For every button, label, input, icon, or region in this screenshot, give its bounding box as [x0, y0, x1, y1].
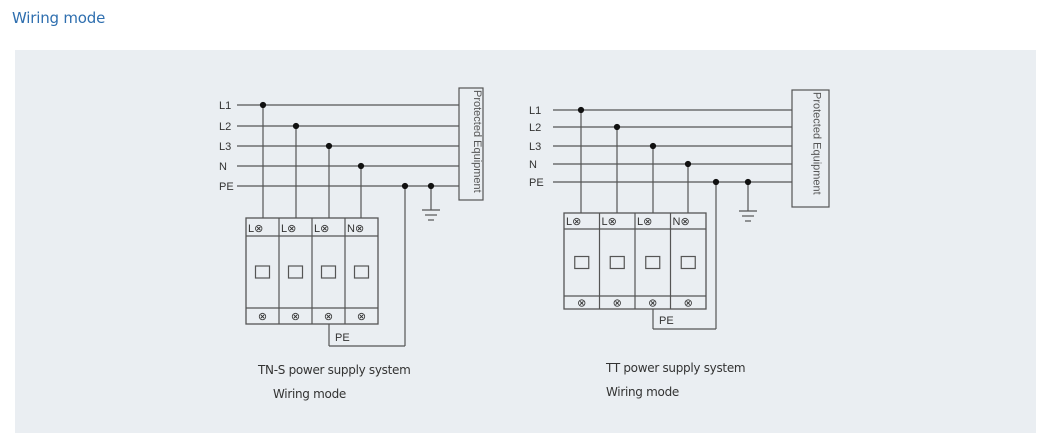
junction-dot: [744, 178, 752, 186]
wire-label-l1: L1: [529, 105, 541, 117]
tt-caption-title: TT power supply system: [606, 361, 746, 375]
spd-indicator-window: [320, 265, 337, 279]
wire-label-n: N: [529, 159, 537, 171]
wire-label-pe: PE: [219, 181, 234, 193]
junction-dot: [357, 162, 365, 170]
spd-indicator-window: [353, 265, 370, 279]
pe-loop-label: PE: [335, 332, 350, 344]
wire-label-pe: PE: [529, 177, 544, 189]
junction-dot: [292, 122, 300, 130]
spd-bottom-terminal: ⊗: [291, 311, 300, 323]
protected-equipment-label: Protected Equipment: [471, 90, 483, 193]
spd-indicator-window: [609, 255, 625, 270]
tns-caption-subtitle: Wiring mode: [273, 387, 346, 401]
spd-pole-label: L⊗: [314, 223, 329, 235]
spd-bottom-terminal: ⊗: [613, 298, 622, 310]
ground-symbol-icon: [739, 210, 757, 222]
junction-dot: [401, 182, 409, 190]
spd-indicator-window: [645, 255, 661, 270]
spd-pole-label: L⊗: [281, 223, 296, 235]
junction-dot: [259, 101, 267, 109]
spd-bottom-terminal: ⊗: [648, 298, 657, 310]
junction-dot: [325, 142, 333, 150]
diagram-panel: [15, 50, 1036, 433]
tt-caption-subtitle: Wiring mode: [606, 385, 679, 399]
section-title: Wiring mode: [12, 9, 106, 27]
junction-dot: [684, 160, 692, 168]
spd-bottom-terminal: ⊗: [684, 298, 693, 310]
spd-pole-label: N⊗: [347, 223, 364, 235]
protected-equipment-box: [458, 87, 484, 201]
wire-label-l2: L2: [219, 121, 231, 133]
wire-label-l3: L3: [529, 141, 541, 153]
spd-pole-label: L⊗: [248, 223, 263, 235]
wire-label-n: N: [219, 161, 227, 173]
junction-dot: [649, 142, 657, 150]
protected-equipment-label: Protected Equipment: [811, 92, 823, 195]
wire-label-l2: L2: [529, 122, 541, 134]
tns-caption-title: TN-S power supply system: [258, 363, 411, 377]
spd-indicator-window: [574, 255, 590, 270]
spd-bottom-terminal: ⊗: [324, 311, 333, 323]
spd-bottom-terminal: ⊗: [577, 298, 586, 310]
spd-indicator-window: [287, 265, 304, 279]
spd-pole-label: L⊗: [637, 216, 652, 228]
protected-equipment-box: [791, 89, 830, 208]
spd-indicator-window: [680, 255, 696, 270]
junction-dot: [613, 123, 621, 131]
spd-pole-label: N⊗: [673, 216, 690, 228]
spd-pole-label: L⊗: [602, 216, 617, 228]
junction-dot: [577, 106, 585, 114]
pe-loop-label: PE: [659, 315, 674, 327]
spd-indicator-window: [254, 265, 271, 279]
wire-label-l3: L3: [219, 141, 231, 153]
ground-symbol-icon: [422, 209, 440, 221]
wire-label-l1: L1: [219, 100, 231, 112]
spd-pole-label: L⊗: [566, 216, 581, 228]
junction-dot: [712, 178, 720, 186]
spd-bottom-terminal: ⊗: [357, 311, 366, 323]
junction-dot: [427, 182, 435, 190]
spd-bottom-terminal: ⊗: [258, 311, 267, 323]
